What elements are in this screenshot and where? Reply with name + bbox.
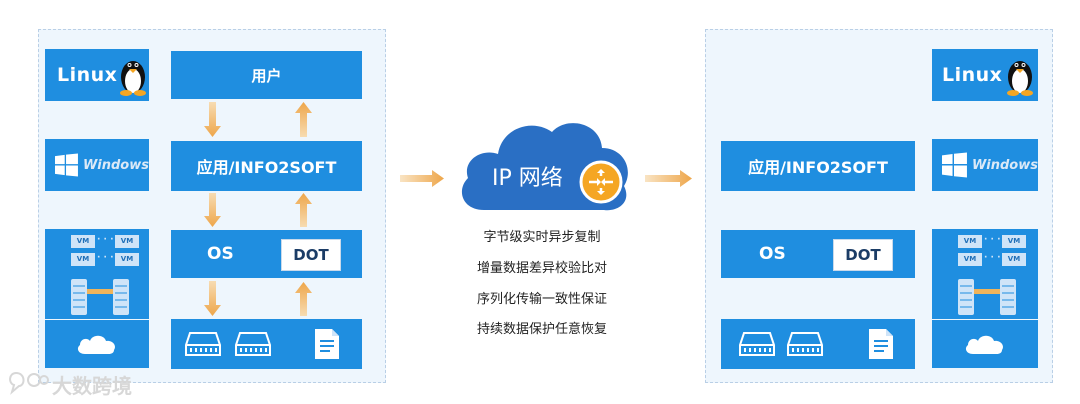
- watermark-text: 大数跨境: [52, 374, 132, 398]
- server-rack-icon: [1000, 279, 1016, 315]
- vm-chip: VM: [115, 235, 139, 248]
- ellipsis: · · ·: [984, 253, 1001, 263]
- feature-4: 持续数据保护任意恢复: [476, 322, 607, 337]
- arrow-up: [295, 193, 312, 227]
- app-label: 应用/INFO2SOFT: [196, 158, 337, 177]
- ellipsis: · · ·: [97, 253, 114, 263]
- document-icon: [315, 329, 339, 359]
- feature-2: 增量数据差异校验比对: [476, 261, 607, 276]
- vm-server-box-right: VM · · · VM VM · · · VM: [932, 229, 1038, 319]
- os-box: OS DOT: [171, 230, 362, 278]
- dot-box: DOT: [281, 239, 341, 271]
- ip-network-cloud: [461, 123, 628, 211]
- os-box-right: OS DOT: [721, 230, 915, 278]
- vm-chip: VM: [71, 253, 95, 266]
- vm-chip: VM: [71, 235, 95, 248]
- vm-chip: VM: [1002, 235, 1026, 248]
- disk-row-box: [171, 319, 362, 369]
- server-rack-icon: [958, 279, 974, 315]
- hard-drive-icon: [185, 332, 221, 356]
- windows-label-right: Windows: [971, 157, 1038, 173]
- os-label: OS: [207, 244, 234, 264]
- hard-drive-icon: [787, 332, 823, 356]
- linux-label-right: Linux: [942, 64, 1003, 86]
- windows-icon: [55, 153, 78, 177]
- windows-label: Windows: [82, 157, 149, 173]
- linux-label: Linux: [57, 64, 118, 86]
- vm-row-1: VM · · · VM: [958, 235, 1030, 251]
- dot-box-right: DOT: [833, 239, 893, 271]
- arrow-up: [295, 102, 312, 137]
- windows-box: Windows: [45, 139, 149, 191]
- app-box: 应用/INFO2SOFT: [171, 141, 362, 191]
- watermark-logo-icon: [9, 371, 49, 395]
- cloud-storage-box-right: [932, 320, 1038, 368]
- server-link: [87, 289, 113, 294]
- vm-row-2: VM · · · VM: [958, 253, 1030, 269]
- document-icon: [869, 329, 893, 359]
- feature-3: 序列化传输一致性保证: [476, 292, 607, 307]
- vm-server-box: VM · · · VM VM · · · VM: [45, 229, 149, 319]
- hard-drive-icon: [235, 332, 271, 356]
- user-label: 用户: [251, 66, 282, 85]
- cloud-storage-box: [45, 320, 149, 368]
- linux-box: Linux: [45, 49, 149, 101]
- vm-chip: VM: [1002, 253, 1026, 266]
- ellipsis: · · ·: [97, 235, 114, 245]
- penguin-icon: [120, 61, 146, 96]
- app-label-right: 应用/INFO2SOFT: [748, 158, 888, 177]
- penguin-icon: [1007, 61, 1033, 96]
- vm-chip: VM: [115, 253, 139, 266]
- arrow-down: [204, 281, 221, 316]
- cloud-label: IP 网络: [492, 166, 563, 191]
- windows-box-right: Windows: [932, 139, 1038, 191]
- arrow-right: [645, 170, 692, 187]
- vm-row-2: VM · · · VM: [71, 253, 143, 269]
- arrow-right: [400, 170, 444, 187]
- user-box: 用户: [171, 51, 362, 99]
- hard-drive-icon: [739, 332, 775, 356]
- feature-1: 字节级实时异步复制: [483, 230, 601, 245]
- router-arrows: [589, 169, 613, 195]
- arrow-down: [204, 193, 221, 227]
- disk-row-box-right: [721, 319, 915, 369]
- server-link: [974, 289, 1000, 294]
- cloud-icon: [77, 335, 116, 354]
- windows-icon: [942, 152, 967, 178]
- linux-box-right: Linux: [932, 49, 1038, 101]
- app-box-right: 应用/INFO2SOFT: [721, 141, 915, 191]
- vm-chip: VM: [958, 235, 982, 248]
- os-label-right: OS: [759, 244, 786, 264]
- arrow-down: [204, 102, 221, 137]
- cloud-icon: [965, 335, 1004, 354]
- ellipsis: · · ·: [984, 235, 1001, 245]
- server-rack-icon: [71, 279, 87, 315]
- vm-row-1: VM · · · VM: [71, 235, 143, 251]
- arrow-up: [295, 282, 312, 316]
- vm-chip: VM: [958, 253, 982, 266]
- server-rack-icon: [113, 279, 129, 315]
